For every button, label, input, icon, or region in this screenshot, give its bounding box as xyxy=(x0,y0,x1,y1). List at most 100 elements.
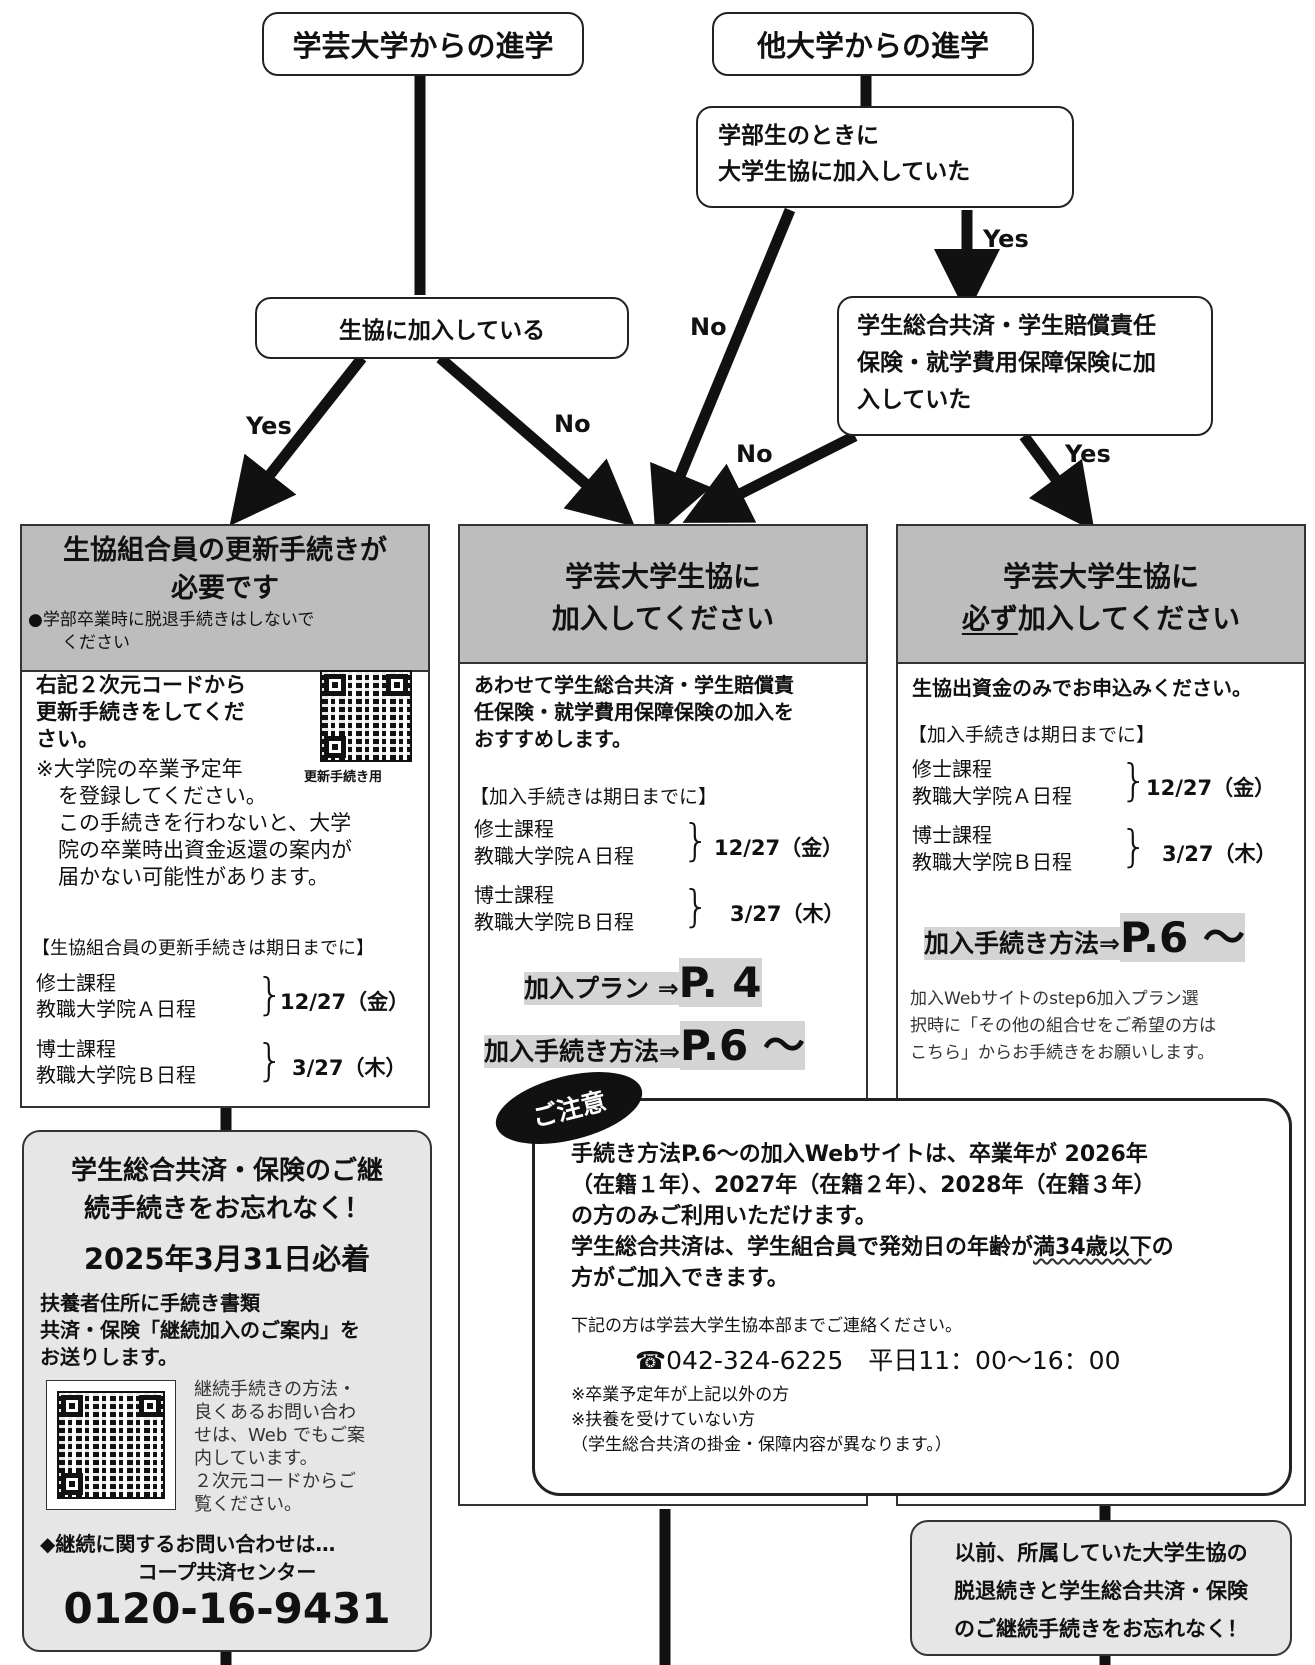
note-text: こちら」からお手続きをお願いします。 xyxy=(910,1043,1215,1063)
body-text: 任保険・就学費用保障保険の加入を xyxy=(474,700,794,724)
decision-text: 学生総合共済・学生賠償責任 xyxy=(857,313,1156,339)
body-text: 更新手続きをしてくだ xyxy=(36,700,245,724)
method-link[interactable]: 加入手続き方法⇒P.6 〜 xyxy=(484,1012,805,1073)
method-page: P.6 〜 xyxy=(679,1021,805,1070)
qr-text: ２次元コードからご xyxy=(194,1471,356,1492)
continue-qr-code[interactable] xyxy=(57,1391,165,1499)
course-name: 博士課程 xyxy=(36,1037,116,1061)
condition-text: （学生総合共済の掛金・保障内容が異なります。） xyxy=(571,1435,952,1455)
course-a: 修士課程 教職大学院Ａ日程 xyxy=(474,816,634,870)
method-link[interactable]: 加入手続き方法⇒P.6 〜 xyxy=(924,904,1245,965)
deadline-header: 【加入手続きは期日までに】 xyxy=(470,786,718,808)
method-label: 加入手続き方法⇒ xyxy=(484,1035,680,1068)
continue-qr-frame[interactable] xyxy=(46,1380,176,1510)
note-text: 届かない可能性があります。 xyxy=(58,865,329,889)
panel-note: ください xyxy=(62,633,130,653)
continue-body: 扶養者住所に手続き書類 共済・保険「継続加入のご案内」を お送りします。 xyxy=(40,1290,360,1371)
note-text: この手続きを行わないと、大学 xyxy=(58,811,352,835)
course-name: 教職大学院Ｂ日程 xyxy=(36,1063,196,1087)
decision-text: 保険・就学費用保障保険に加 xyxy=(857,350,1156,376)
reminder-text: のご継続手続きをお忘れなく！ xyxy=(954,1617,1248,1641)
caution-text: （在籍１年）、2027年（在籍２年）、2028年（在籍３年） xyxy=(571,1173,1156,1198)
panel-title: 学芸大学生協に xyxy=(564,560,761,593)
brace: } xyxy=(682,815,710,866)
course-b: 博士課程 教職大学院Ｂ日程 xyxy=(474,882,634,936)
web-note: 加入Webサイトのstep6加入プラン選 択時に「その他の組合せをご希望の方は … xyxy=(910,986,1216,1067)
continue-procedure-box: 学生総合共済・保険のご継 続手続きをお忘れなく！ 2025年3月31日必着 扶養… xyxy=(22,1130,432,1652)
no-label: No xyxy=(690,313,727,341)
course-name: 博士課程 xyxy=(474,883,554,907)
course-name: 教職大学院Ｂ日程 xyxy=(474,910,634,934)
note-text: 加入Webサイトのstep6加入プラン選 xyxy=(910,989,1199,1009)
course-a: 修士課程 教職大学院Ａ日程 xyxy=(36,970,196,1022)
condition-text: ※扶養を受けていない方 xyxy=(571,1410,756,1430)
join-recommend: あわせて学生総合共済・学生賠償責 任保険・就学費用保障保険の加入を おすすめしま… xyxy=(474,672,794,753)
must-emphasis: 必ず xyxy=(961,602,1018,635)
deadline-header: 【加入手続きは期日までに】 xyxy=(908,724,1156,746)
method-label: 加入手続き方法⇒ xyxy=(924,927,1120,960)
caution-conditions: ※卒業予定年が上記以外の方 ※扶養を受けていない方 （学生総合共済の掛金・保障内… xyxy=(571,1383,952,1458)
caution-text: の xyxy=(1151,1235,1174,1260)
decision-text: 大学生協に加入していた xyxy=(718,159,971,185)
plan-link[interactable]: 加入プラン ⇒P. 4 xyxy=(524,958,762,1007)
yes-label: Yes xyxy=(983,225,1029,253)
start-other-label: 他大学からの進学 xyxy=(756,29,989,63)
start-gakugei-label: 学芸大学からの進学 xyxy=(292,29,554,63)
yes-label: Yes xyxy=(1065,440,1111,468)
no-arrow-mid1 xyxy=(436,353,635,527)
reminder-text: 以前、所属していた大学生協の xyxy=(954,1541,1248,1565)
must-join-panel-header: 学芸大学生協に 必ず加入してください xyxy=(898,526,1304,664)
panel-title-line2: 必ず加入してください xyxy=(898,598,1304,640)
brace: } xyxy=(256,969,284,1020)
date-b: 3/27（木） xyxy=(730,902,845,926)
qr-text: せは、Web でもご案 xyxy=(194,1425,365,1446)
brace: } xyxy=(682,881,710,932)
renewal-qr-code[interactable] xyxy=(320,670,412,762)
course-a: 修士課程 教職大学院Ａ日程 xyxy=(912,756,1072,810)
decision-insurance: 学生総合共済・学生賠償責任 保険・就学費用保障保険に加 入していた xyxy=(837,296,1213,436)
renewal-note: ※大学院の卒業予定年 を登録してください。 この手続きを行わないと、大学 院の卒… xyxy=(36,756,352,891)
course-name: 教職大学院Ｂ日程 xyxy=(912,850,1072,874)
plan-page: P. 4 xyxy=(678,958,762,1007)
center-phone[interactable]: 0120-16-9431 xyxy=(63,1584,391,1633)
renewal-panel: 生協組合員の更新手続きが 必要です ●学部卒業時に脱退手続きはしないで ください… xyxy=(20,524,430,1108)
brace: } xyxy=(1120,755,1148,806)
qr-text: 良くあるお問い合わ xyxy=(194,1402,356,1423)
brace: } xyxy=(256,1035,284,1086)
start-gakugei-box: 学芸大学からの進学 xyxy=(262,12,584,76)
contact-text: 下記の方は学芸大学生協本部までご連絡ください。 xyxy=(571,1316,962,1336)
method-page: P.6 〜 xyxy=(1119,913,1245,962)
panel-title: 加入してください xyxy=(551,602,775,635)
course-name: 修士課程 xyxy=(474,817,554,841)
panel-title: 学芸大学生協に xyxy=(1002,560,1199,593)
panel-note: ●学部卒業時に脱退手続きはしないで xyxy=(28,610,315,630)
date-b: 3/27（木） xyxy=(1162,842,1277,866)
reminder-text: 脱退続きと学生総合共済・保険 xyxy=(954,1579,1248,1603)
no-arrow-mid3 xyxy=(682,431,858,523)
date-a: 12/27（金） xyxy=(280,990,410,1014)
qr-text: 覧ください。 xyxy=(194,1494,302,1515)
course-name: 修士課程 xyxy=(912,757,992,781)
center-name: コープ共済センター xyxy=(137,1560,317,1584)
panel-title: 加入してください xyxy=(1017,602,1241,635)
decision-text: 生協に加入している xyxy=(338,318,546,344)
caution-main: 手続き方法P.6〜の加入Webサイトは、卒業年が 2026年 （在籍１年）、20… xyxy=(571,1139,1174,1294)
contact-phone[interactable]: ☎042-324-6225 平日11：00〜16：00 xyxy=(635,1346,1121,1375)
no-label: No xyxy=(736,440,773,468)
no-label: No xyxy=(554,410,591,438)
brace: } xyxy=(1120,821,1148,872)
body-text: お送りします。 xyxy=(40,1345,178,1369)
yes-arrow-right xyxy=(1019,432,1095,532)
caution-text: の方のみご利用いただけます。 xyxy=(571,1204,877,1229)
course-name: 修士課程 xyxy=(36,971,116,995)
renewal-panel-header: 生協組合員の更新手続きが 必要です ●学部卒業時に脱退手続きはしないで ください xyxy=(22,526,428,672)
panel-title: 必要です xyxy=(171,573,279,604)
body-text: さい。 xyxy=(36,727,99,751)
course-name: 博士課程 xyxy=(912,823,992,847)
course-b: 博士課程 教職大学院Ｂ日程 xyxy=(36,1036,196,1088)
body-text: 共済・保険「継続加入のご案内」を xyxy=(40,1318,360,1342)
note-text: 択時に「その他の組合せをご希望の方は xyxy=(910,1016,1216,1036)
continue-deadline: 2025年3月31日必着 xyxy=(83,1242,371,1276)
yes-label: Yes xyxy=(246,412,292,440)
yes-arrow-left xyxy=(229,354,367,526)
